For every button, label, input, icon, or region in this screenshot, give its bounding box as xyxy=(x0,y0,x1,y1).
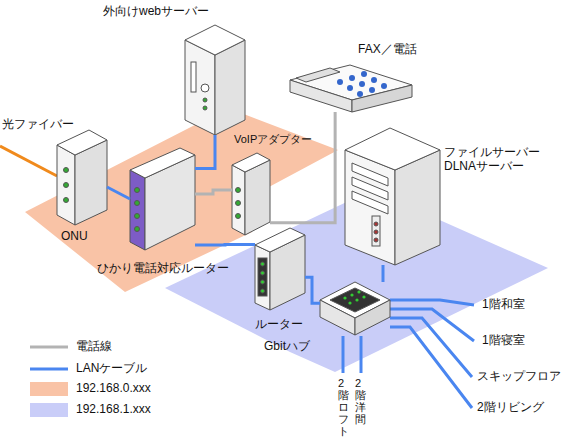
legend-line-sample xyxy=(30,339,68,355)
gbit-hub: Gbitハブ xyxy=(320,282,390,335)
legend-text: 192.168.0.xxx xyxy=(76,382,151,396)
cable-label: 光ファイバー xyxy=(2,118,74,132)
legend-text: 192.168.1.xxx xyxy=(76,403,151,417)
room-label: 1階和室 xyxy=(482,298,525,312)
lan-cable xyxy=(195,135,215,168)
device-label: ONU xyxy=(61,230,88,244)
lan-cable xyxy=(305,277,320,303)
device-label: ひかり電話対応ルーター xyxy=(97,262,229,276)
legend-entry: 電話線 xyxy=(30,339,170,355)
room-label: 2階洋間 xyxy=(355,377,366,425)
room-label: 1階寝室 xyxy=(482,334,525,348)
legend-line-sample xyxy=(30,361,68,377)
device-label: FAX／電話 xyxy=(358,43,417,57)
legend-text: LANケーブル xyxy=(76,362,147,376)
legend-entry: LANケーブル xyxy=(30,361,170,377)
phone-line xyxy=(195,190,232,194)
legend-entry: 192.168.0.xxx xyxy=(30,381,170,397)
room-label: スキップフロア xyxy=(477,370,561,384)
phone-line xyxy=(270,112,335,223)
legend-line xyxy=(30,346,68,349)
device-label: 外向けwebサーバー xyxy=(103,5,209,19)
hikari-router: ひかり電話対応ルーター xyxy=(130,148,195,250)
lan-cable xyxy=(382,265,385,282)
router-device: ルーター xyxy=(255,228,305,310)
legend-swatch xyxy=(30,382,68,396)
device-label: ルーター xyxy=(255,318,303,332)
legend-swatch xyxy=(30,403,68,417)
fiber-line xyxy=(0,146,57,176)
room-label: 2階ロフト xyxy=(338,377,349,437)
devices xyxy=(57,25,440,335)
legend-line xyxy=(30,368,68,371)
lan-cable xyxy=(195,243,255,247)
device-label: Gbitハブ xyxy=(264,340,310,354)
onu-device: ONU xyxy=(57,130,107,225)
device-label: ファイルサーバー DLNAサーバー xyxy=(444,146,540,174)
device-label: VoIPアダプター xyxy=(234,133,312,146)
voip-adapter: VoIPアダプター xyxy=(232,153,270,235)
legend-entry: 192.168.1.xxx xyxy=(30,402,170,418)
fax-phone: FAX／電話 xyxy=(290,65,412,112)
lan-cable xyxy=(107,187,130,199)
file-server: ファイルサーバー DLNAサーバー xyxy=(345,128,440,265)
room-label: 2階リビング xyxy=(477,401,544,415)
legend-text: 電話線 xyxy=(76,340,112,354)
web-server: 外向けwebサーバー xyxy=(185,25,245,135)
